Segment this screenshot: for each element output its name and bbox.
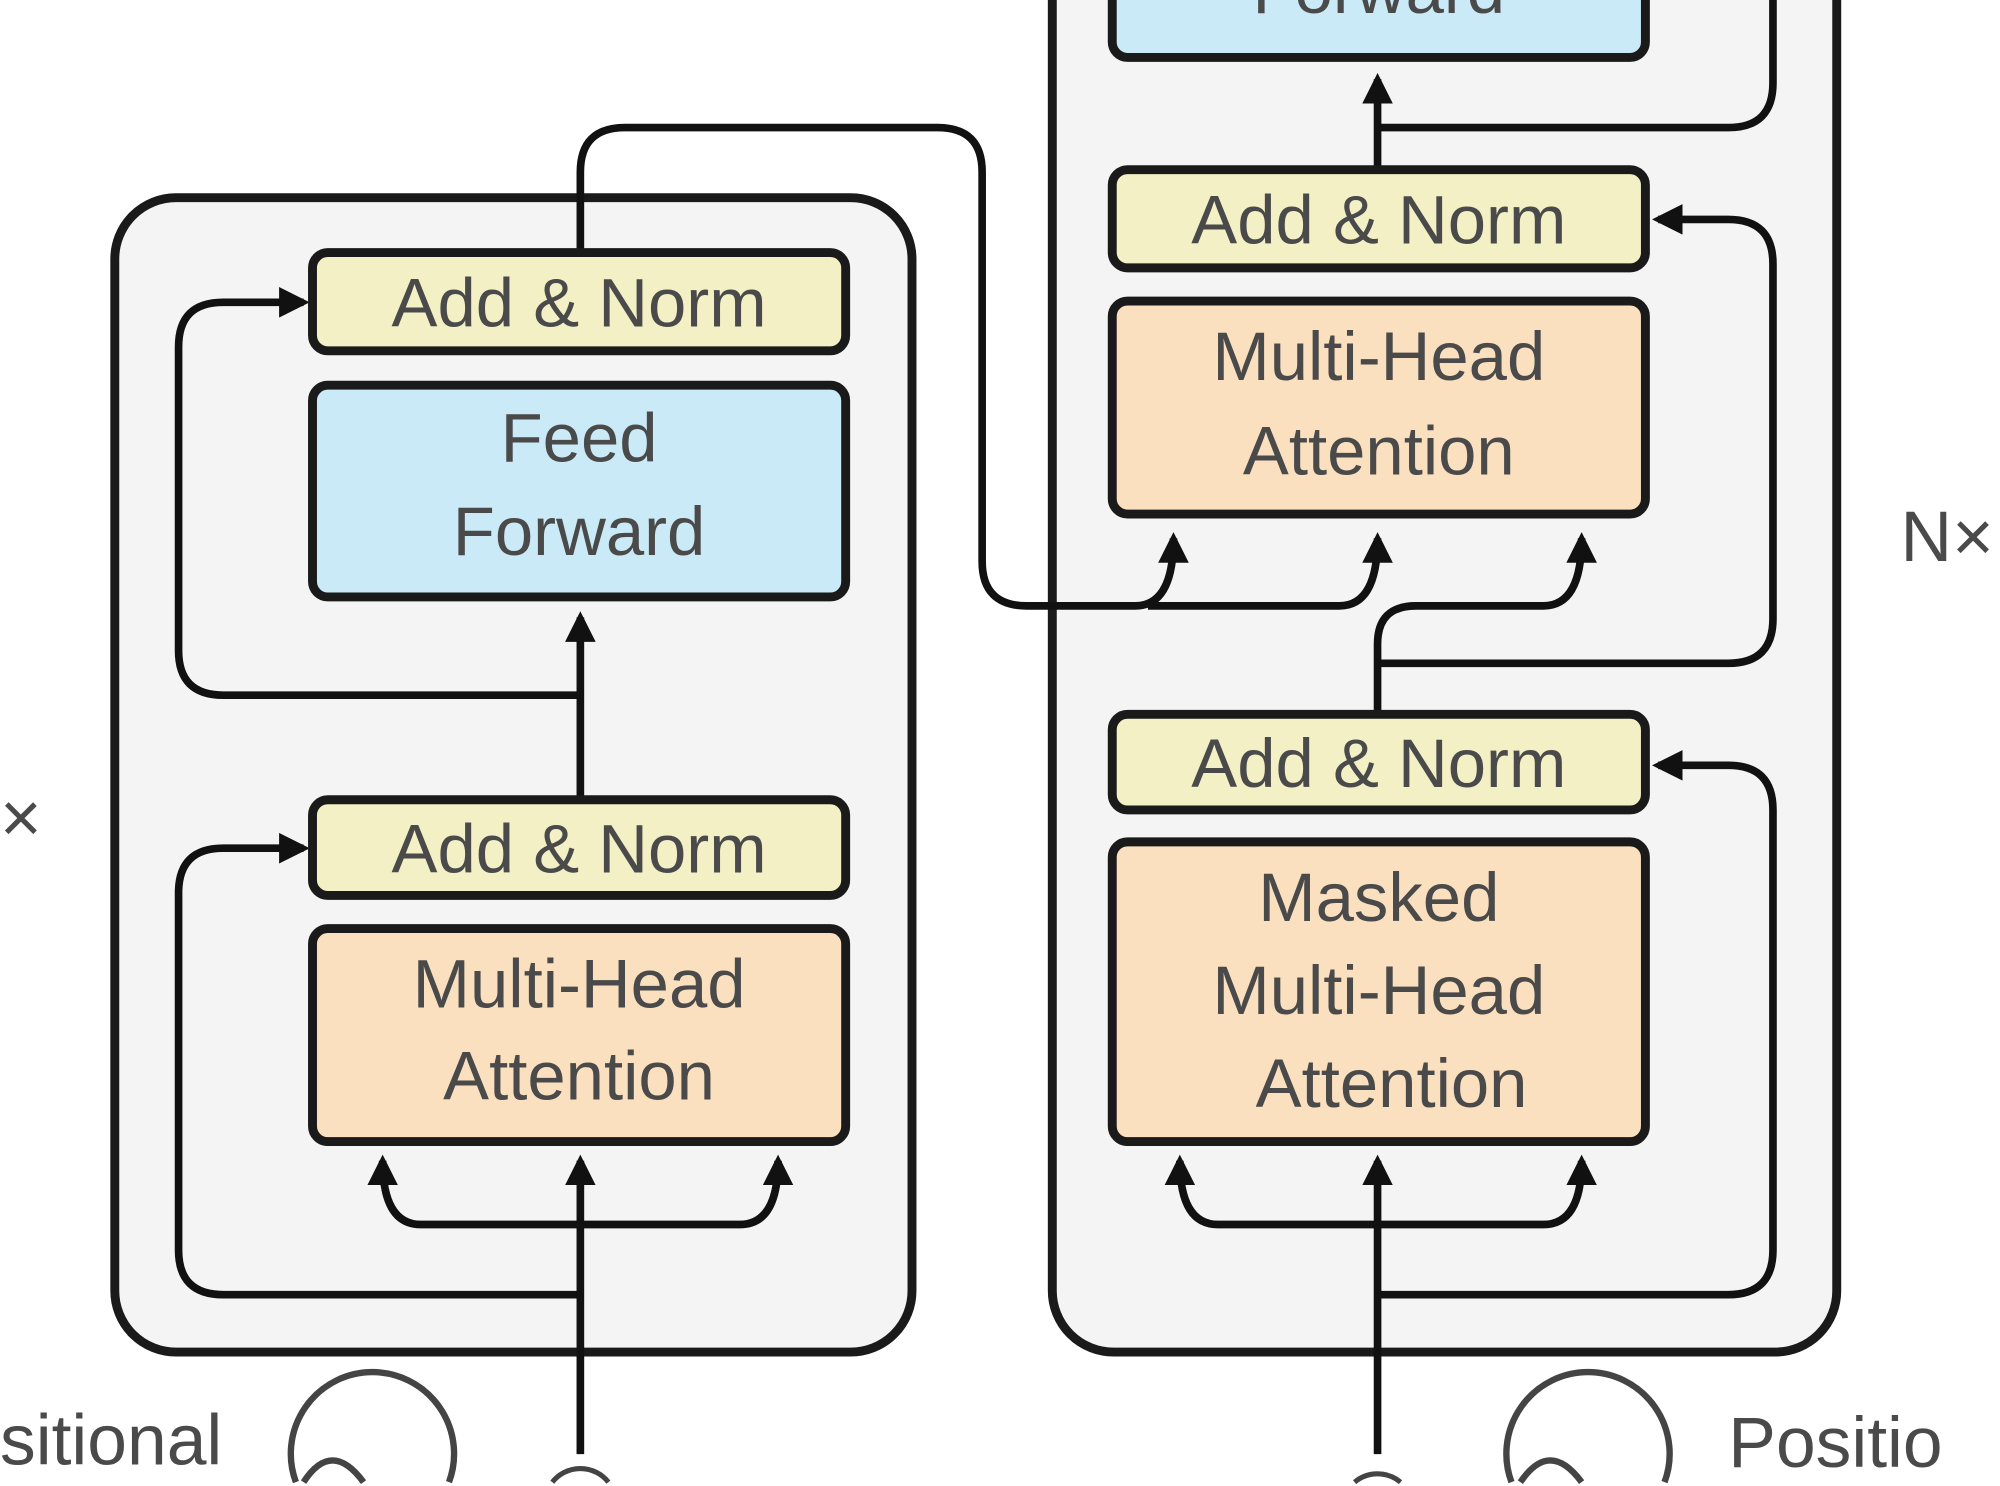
svg-text:Add & Norm: Add & Norm (1191, 182, 1566, 259)
decoder-connections (1164, 0, 1777, 1455)
encoder-multi-head-attention: Multi-Head Attention (308, 924, 851, 1147)
svg-text:Attention: Attention (1256, 1045, 1528, 1122)
svg-text:Multi-Head: Multi-Head (1212, 318, 1545, 395)
svg-text:Multi-Head: Multi-Head (413, 946, 746, 1023)
decoder-repeat-label: N× (1901, 497, 1994, 577)
encoder-repeat-label: × (0, 778, 42, 858)
encoder-connections (174, 123, 1393, 1455)
svg-text:Feed: Feed (501, 400, 658, 477)
decoder-add-icon (1352, 1471, 1403, 1485)
decoder-feed-forward: Forward (1107, 0, 1650, 62)
svg-text:Forward: Forward (1253, 0, 1506, 28)
svg-text:Forward: Forward (453, 493, 706, 570)
decoder-positional-encoding-icon (1503, 1368, 1673, 1485)
svg-text:Attention: Attention (1243, 413, 1515, 490)
svg-text:Attention: Attention (443, 1038, 715, 1115)
svg-text:Multi-Head: Multi-Head (1212, 952, 1545, 1029)
encoder-add-icon (550, 1466, 611, 1484)
svg-text:Add & Norm: Add & Norm (1191, 725, 1566, 802)
encoder-positional-encoding-icon (287, 1368, 458, 1485)
decoder-multi-head-attention: Multi-Head Attention (1107, 296, 1650, 519)
svg-text:Add & Norm: Add & Norm (392, 265, 767, 342)
encoder-add-norm-top: Add & Norm (308, 248, 851, 356)
svg-text:Masked: Masked (1258, 859, 1499, 936)
svg-text:Add & Norm: Add & Norm (392, 810, 767, 887)
encoder-stack (110, 193, 917, 1357)
decoder-add-norm-top: Add & Norm (1107, 165, 1650, 273)
decoder-add-norm-bottom: Add & Norm (1107, 709, 1650, 815)
encoder-feed-forward: Feed Forward (308, 380, 851, 602)
decoder-positional-label: Positio (1728, 1403, 1942, 1483)
encoder-positional-label: sitional (0, 1400, 222, 1480)
decoder-masked-multi-head-attention: Masked Multi-Head Attention (1107, 837, 1650, 1147)
encoder-add-norm-bottom: Add & Norm (308, 795, 851, 900)
